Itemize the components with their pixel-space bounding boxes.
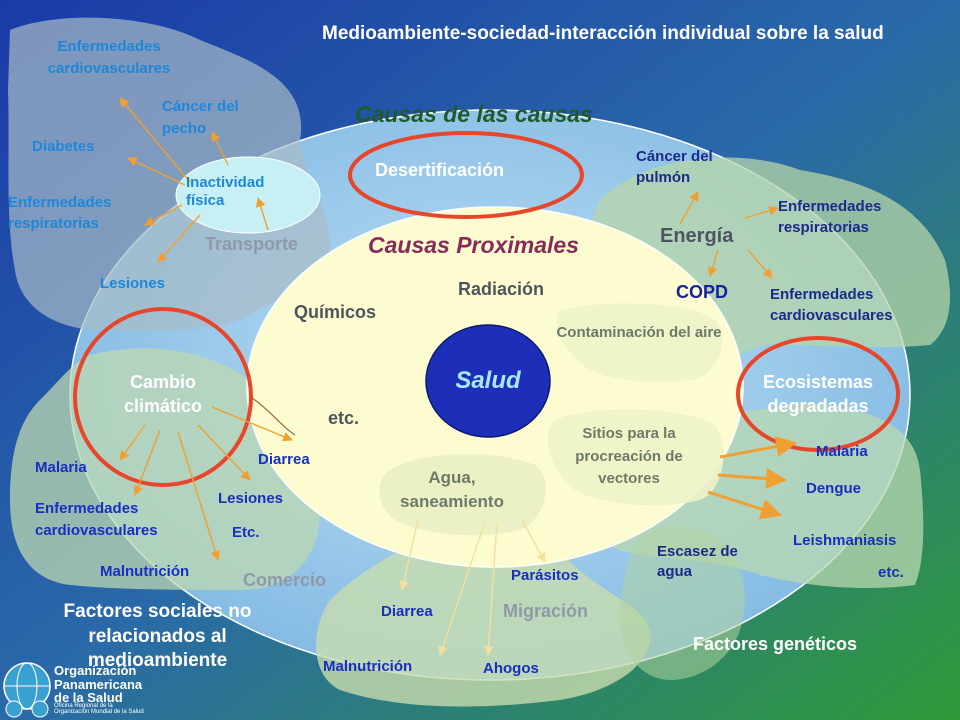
- page-title: Medioambiente-sociedad-interacción indiv…: [322, 23, 884, 44]
- effect-etc-r: etc.: [878, 564, 904, 581]
- node-quimicos: Químicos: [294, 302, 377, 322]
- blob-bottom-center: [316, 491, 651, 707]
- effect-malnutricion-b: Malnutrición: [323, 658, 413, 675]
- node-ecosistemas: Ecosistemas degradadas: [762, 372, 874, 417]
- logo-line3: de la Salud: [54, 690, 123, 706]
- arrows-cambio: [119, 406, 293, 561]
- blob-bottom-right-sub: [620, 526, 745, 680]
- effect-malnutricion-l: Malnutrición: [100, 563, 190, 580]
- node-comercio: Comercio: [243, 570, 327, 590]
- line-etc-diarrea: [251, 397, 296, 436]
- effect-enf-cardio-bl: Enfermedades cardiovasculares: [35, 500, 158, 539]
- effect-enf-resp-r: Enfermedades respiratorias: [778, 198, 882, 236]
- arrows-vectores: [707, 436, 798, 520]
- effect-leishmaniasis: Leishmaniasis: [793, 532, 897, 549]
- effect-lesiones-tl: Lesiones: [100, 275, 166, 292]
- node-copd: COPD: [676, 282, 729, 302]
- node-inactividad: Inactividad física: [186, 174, 265, 209]
- node-energia: Energía: [660, 225, 734, 247]
- label-causas-proximales: Causas Proximales: [368, 232, 579, 258]
- node-migracion: Migración: [503, 601, 589, 621]
- effect-cancer-pecho: Cáncer del pecho: [162, 98, 239, 137]
- blob-sitios: [547, 409, 724, 506]
- effect-malaria-r: Malaria: [816, 443, 868, 460]
- effect-diabetes: Diabetes: [32, 138, 95, 155]
- inactividad-ellipse: [175, 156, 321, 234]
- logo-globe-icon: [3, 662, 51, 718]
- logo-text: Organización Panamericana de la Salud: [54, 664, 142, 705]
- blob-agua: [379, 454, 546, 536]
- effect-etc-bl: Etc.: [232, 524, 260, 541]
- effect-escasez: Escasez de agua: [657, 543, 738, 581]
- blob-top-left: [8, 17, 330, 331]
- arrows-agua: [399, 519, 546, 656]
- node-sitios: Sitios para la procreación de vectores: [575, 425, 683, 487]
- arrows-energia: [679, 191, 779, 279]
- blob-bottom-left: [10, 348, 320, 590]
- logo-sub2: Organización Mundial de la Salud: [54, 709, 144, 716]
- center-salud: Salud: [455, 367, 521, 394]
- effect-cancer-pulmon: Cáncer del pulmón: [636, 148, 713, 186]
- node-contaminacion: Contaminación del aire: [556, 324, 722, 341]
- effect-malaria-l: Malaria: [35, 459, 87, 476]
- label-causas-de-causas: Causas de las causas: [355, 101, 593, 127]
- logo-sub1: Oficina Regional de la: [54, 703, 113, 709]
- node-desertificacion: Desertificación: [375, 160, 505, 180]
- node-agua: Agua, saneamiento: [400, 468, 504, 511]
- footer-factores-sociales: Factores sociales no relacionados al med…: [63, 601, 252, 672]
- node-radiacion: Radiación: [458, 279, 545, 299]
- effect-enf-cardio-tl: Enfermedades cardiovasculares: [47, 38, 171, 77]
- logo-line2: Panamericana: [54, 676, 143, 692]
- ring-ecosistemas: [736, 336, 900, 452]
- node-transporte: Transporte: [205, 234, 299, 254]
- blob-contaminacion: [556, 303, 722, 382]
- effect-parasitos: Parásitos: [511, 567, 579, 584]
- center-circle: [425, 324, 551, 438]
- effect-enf-resp-l: Enfermedades respiratorias: [8, 194, 112, 232]
- logo-subtext: Oficina Regional de la Organización Mund…: [54, 703, 144, 716]
- node-etc-inner: etc.: [328, 408, 360, 428]
- effect-ahogos: Ahogos: [483, 660, 539, 677]
- effect-enf-cardio-r: Enfermedades cardiovasculares: [770, 286, 893, 324]
- effect-diarrea-b: Diarrea: [381, 603, 433, 620]
- logo-line1: Organización: [54, 663, 137, 678]
- effect-diarrea-l: Diarrea: [258, 451, 310, 468]
- effect-lesiones-bl: Lesiones: [218, 490, 284, 507]
- footer-factores-geneticos: Factores genéticos: [693, 634, 858, 654]
- effect-dengue: Dengue: [806, 480, 862, 497]
- node-cambio-climatico: Cambio climático: [123, 372, 203, 417]
- ring-desertificacion: [348, 131, 584, 219]
- ring-cambio-climatico: [73, 307, 253, 487]
- arrows-transporte: [119, 97, 269, 263]
